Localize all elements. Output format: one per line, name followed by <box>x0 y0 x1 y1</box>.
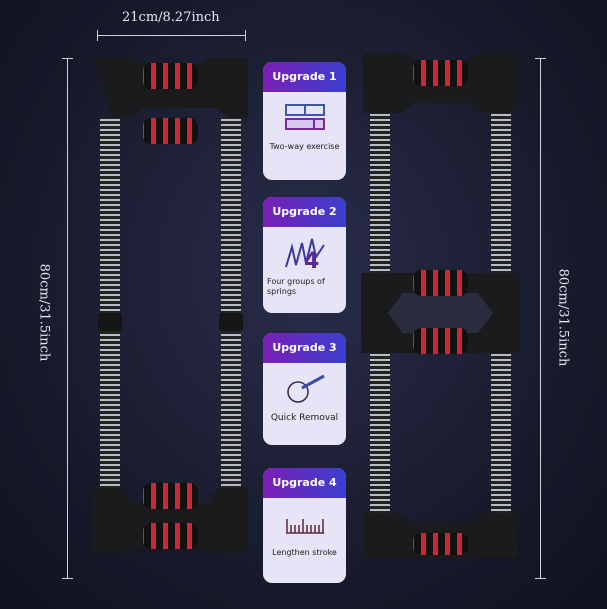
card-title: Upgrade 1 <box>263 62 346 92</box>
card-label: Four groups of springs <box>267 277 325 296</box>
card-label: Two-way exercise <box>269 142 340 151</box>
height-dimension-label-left: 80cm/31.5inch <box>36 263 52 362</box>
feature-card-upgrade-4: Upgrade 4 Lengthen stroke <box>263 468 346 583</box>
spring-4-icon: 4 <box>263 227 346 277</box>
height-dimension-line-left <box>67 58 68 578</box>
card-title: Upgrade 4 <box>263 468 346 498</box>
dimension-cap <box>97 30 98 41</box>
feature-card-upgrade-1: Upgrade 1 Two-way exercise <box>263 62 346 180</box>
feature-card-upgrade-3: Upgrade 3 Quick Removal <box>263 333 346 445</box>
width-dimension-label: 21cm/8.27inch <box>122 10 220 25</box>
product-image-right <box>361 53 520 558</box>
pin-removal-icon <box>263 363 346 413</box>
card-label: Lengthen stroke <box>272 548 337 557</box>
card-label: Quick Removal <box>270 413 339 423</box>
product-image-left <box>93 58 248 553</box>
height-dimension-label-right: 80cm/31.5inch <box>555 268 571 367</box>
dimension-cap <box>62 578 73 579</box>
ruler-icon <box>263 498 346 548</box>
card-title: Upgrade 3 <box>263 333 346 363</box>
dimension-cap <box>62 58 73 59</box>
bars-icon <box>263 92 346 142</box>
dimension-cap <box>535 578 546 579</box>
height-dimension-line-right <box>540 58 541 578</box>
card-title: Upgrade 2 <box>263 197 346 227</box>
feature-card-upgrade-2: Upgrade 2 4 Four groups of springs <box>263 197 346 313</box>
width-dimension-line <box>97 35 245 36</box>
dimension-cap <box>535 58 546 59</box>
dimension-cap <box>245 30 246 41</box>
svg-text:4: 4 <box>304 249 319 272</box>
